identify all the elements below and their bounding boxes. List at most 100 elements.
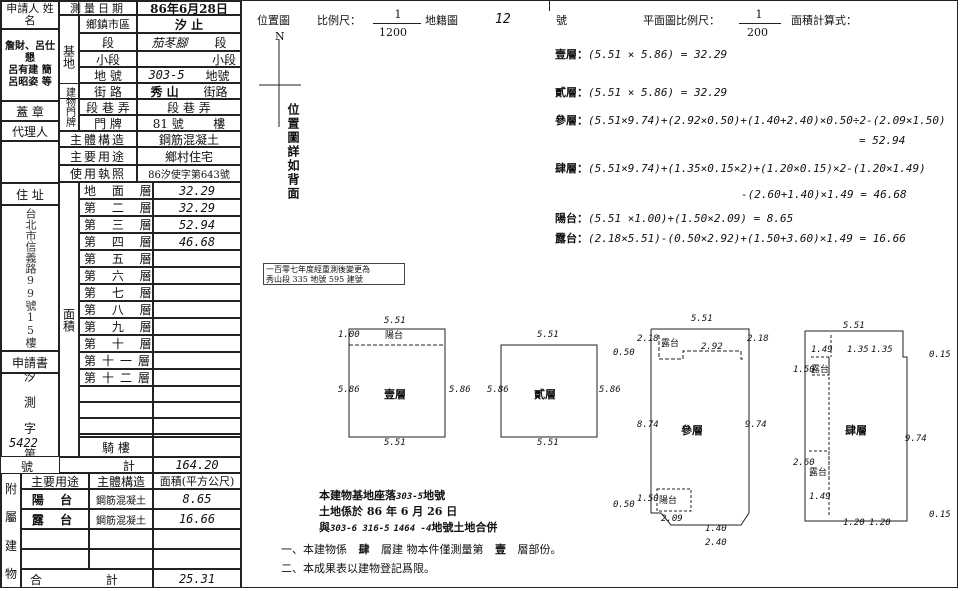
- plan-scale-num: 1: [755, 8, 763, 21]
- area-calc-label: 面積計算式：: [791, 14, 857, 27]
- total-text: 164.20: [175, 458, 219, 472]
- lotno: 303-5 地號: [137, 67, 241, 83]
- attach-row-use: [21, 549, 89, 569]
- revision-stamp: 一百零七年度經重測後變更為 秀山段 335 地號 595 建號: [263, 263, 405, 285]
- floor-row-area: [153, 301, 241, 318]
- dim-fl4-bottom-projection: 0.15: [929, 510, 951, 520]
- attach-label-4: 物: [4, 567, 17, 582]
- floor-area-label: 面積: [59, 182, 79, 457]
- floor-1-balcony-label: 陽台: [385, 331, 404, 341]
- base-line-1-suffix: 地號: [423, 489, 446, 502]
- calc-label: 參層：: [555, 114, 588, 127]
- floor-row-empty: [153, 386, 241, 402]
- license-text: 86汐使字第643號: [148, 170, 230, 181]
- floor-row-area: [153, 250, 241, 267]
- lotno-label-text: 地 號: [94, 68, 122, 83]
- base-lots: 303-6 316-5: [330, 524, 390, 534]
- attach-head-struct: 主體構造: [89, 473, 153, 489]
- bldg-label-text: 建物門牌: [63, 87, 75, 127]
- floor-row-label: 第 九 層: [79, 318, 153, 335]
- calc-expression: (2.18×5.51)-(0.50×2.92)+(1.50+3.60)×1.49…: [588, 232, 906, 245]
- lane-label-text: 段 巷 弄: [86, 100, 130, 115]
- floor-row-empty: [153, 402, 241, 418]
- dim-fl3-balcony-depth: 1.50: [637, 494, 659, 504]
- township: 汐 止: [137, 15, 241, 33]
- attach-head-use: 主要用途: [21, 473, 89, 489]
- street-label-text: 街 路: [94, 84, 122, 99]
- dim-fl4-bottom-1: 1.20: [843, 518, 865, 528]
- calc-expression: (5.51 × 5.86) = 32.29: [588, 48, 728, 61]
- attach-row-area: [153, 549, 241, 569]
- attach-total-label: 合 計: [21, 569, 153, 587]
- floor-plans: [348, 328, 908, 526]
- note-1: 一、本建物係 肆 層建 物本件僅測量第 壹 層部份。: [281, 544, 562, 555]
- dim-fl3-terrace-width: 2.92: [701, 342, 723, 352]
- section-label-text: 段: [101, 35, 114, 50]
- total-label: 合 計: [59, 457, 153, 473]
- subsection-suffix: 小段: [211, 52, 236, 67]
- attach-head-use-text: 主要用途: [30, 474, 79, 489]
- attach-label-2: 屬: [4, 510, 17, 525]
- section-label: 段: [79, 33, 137, 51]
- dim-fl3-bottom-outer: 2.40: [705, 538, 727, 548]
- lotno-label: 地 號: [79, 67, 137, 83]
- dim-fl3-bottom-inner: 1.40: [705, 524, 727, 534]
- base-line-3: 與303-6 316-5 1464 -4地號土地合併: [319, 522, 497, 534]
- floor-row-label: 地 面 層: [79, 182, 153, 199]
- calc-expression: (5.51 × 5.86) = 32.29: [588, 86, 728, 99]
- floor-row-area: [153, 267, 241, 284]
- dim-fl1-right: 5.86: [449, 385, 471, 395]
- dim-fl3-balcony-width: 2.09: [661, 514, 683, 524]
- attach-row-struct: [89, 549, 153, 569]
- street-text: 秀 山: [150, 84, 179, 99]
- apply-prefix-text: 汐 測 字 第: [22, 373, 37, 457]
- attach-row-struct: 鋼筋混凝土: [89, 489, 153, 509]
- dim-fl2-bottom: 5.51: [537, 438, 559, 448]
- floor-row-empty: [153, 418, 241, 434]
- floor-row-area: [153, 352, 241, 369]
- note-1-c: 層建 物本件僅測量第: [381, 543, 484, 556]
- dim-fl3-bottom-offset: 0.50: [613, 500, 635, 510]
- address-value-text: 台北市信義路99號15樓: [24, 208, 37, 348]
- bldg-label: 建物門牌: [59, 83, 79, 131]
- loc-note: 位置圖詳如背面: [286, 103, 300, 201]
- door-label-text: 門 牌: [94, 116, 122, 131]
- floor-4-terrace-label-2: 露台: [809, 468, 828, 478]
- street: 秀 山 街路: [137, 83, 241, 99]
- note-1-e: 層部份。: [517, 543, 562, 556]
- note-2: 二、本成果表以建物登記爲限。: [281, 562, 435, 575]
- floor-row-label: 第 五 層: [79, 250, 153, 267]
- arcade-label-text: 騎 樓: [102, 440, 130, 455]
- agent-value: [1, 141, 59, 183]
- township-label-text: 鄉鎮市區: [86, 18, 130, 31]
- floor-row-empty: [153, 434, 241, 437]
- floor-row-empty: [79, 418, 153, 434]
- attach-row-area: [153, 529, 241, 549]
- floor-row-area: [153, 318, 241, 335]
- address-label-text: 住 址: [16, 187, 44, 202]
- floor-3-terrace-label: 露台: [661, 339, 680, 349]
- scale-num: 1: [394, 8, 402, 21]
- use-text: 鄉村住宅: [164, 149, 213, 164]
- calc-expression: (5.51 ×1.00)+(1.50×2.09) = 8.65: [588, 212, 794, 225]
- plan-fraction-bar: [739, 23, 781, 24]
- calc-line: 參層：(5.51×9.74)+(2.92×0.50)+(1.40+2.40)×0…: [555, 111, 946, 127]
- section-suffix: 段: [214, 35, 227, 50]
- base-line-3-prefix: 與: [319, 521, 330, 534]
- door-label: 門 牌: [79, 115, 137, 131]
- dim-fl1-left: 5.86: [338, 385, 360, 395]
- cadastral-no: 12: [495, 12, 511, 27]
- attach-label-3: 建: [4, 538, 17, 553]
- door-text: 81 號: [152, 116, 184, 131]
- apply-label: 申請書: [1, 351, 59, 373]
- attach-row-use: 露 台: [21, 509, 89, 529]
- calc-line: -(2.60+1.40)×1.49 = 46.68: [741, 185, 907, 201]
- attach-row-area: 8.65: [153, 489, 241, 509]
- lotno-text: 303-5: [148, 68, 185, 82]
- dim-fl3-right: 9.74: [745, 420, 767, 430]
- dim-fl4-projection: 0.15: [929, 350, 951, 360]
- seal-label: 蓋 章: [1, 101, 59, 121]
- calc-line: 露台：(2.18×5.51)-(0.50×2.92)+(1.50+3.60)×1…: [555, 229, 906, 245]
- structure-label-text: 主體構造: [69, 132, 126, 147]
